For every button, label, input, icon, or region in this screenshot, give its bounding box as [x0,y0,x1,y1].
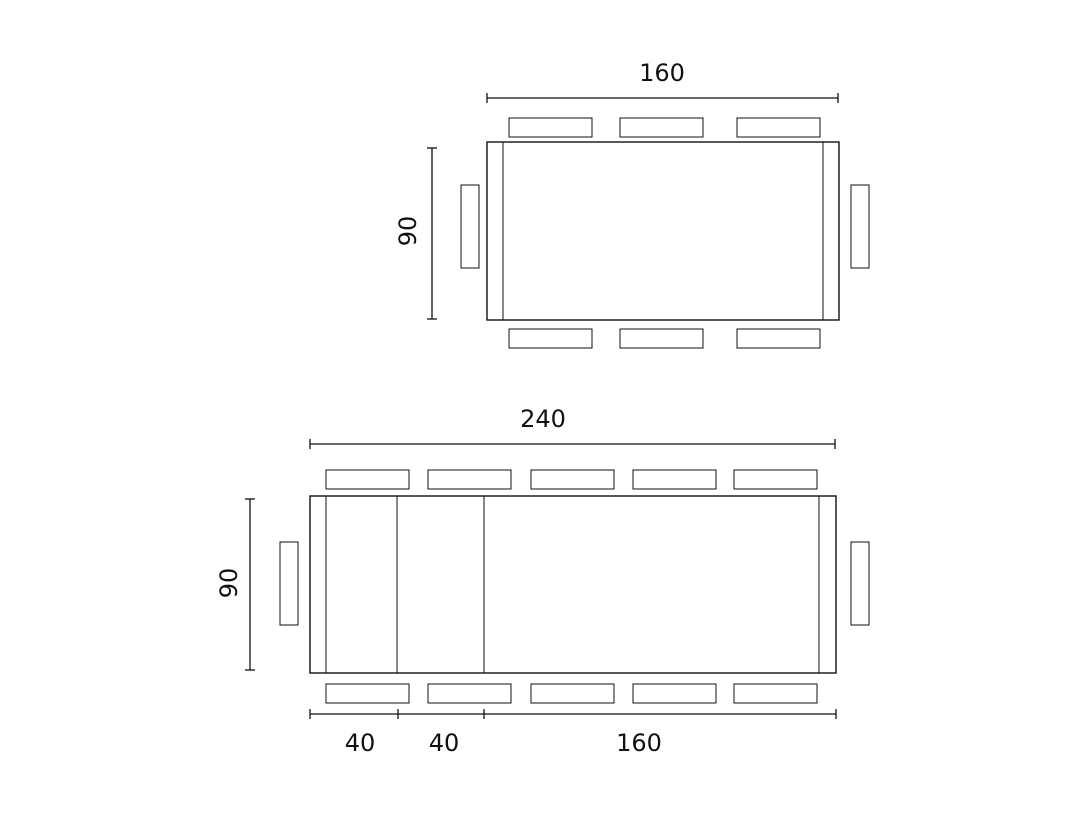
small-table-group: 160 90 [394,59,870,349]
chair [530,469,615,490]
chair [325,683,410,704]
chair [530,683,615,704]
extended-width-label: 240 [520,405,566,433]
extended-segment-dimension: 40 40 160 [309,709,837,757]
chair [460,184,480,269]
chair [325,469,410,490]
chair [619,328,704,349]
small-depth-label: 90 [394,216,422,247]
chair [850,541,870,626]
small-width-dimension: 160 [486,59,839,103]
small-depth-dimension: 90 [394,147,437,320]
chair [508,117,593,138]
chair [619,117,704,138]
chair [508,328,593,349]
chair [427,683,512,704]
segment-label-base: 160 [616,729,662,757]
chair [632,683,717,704]
chair [427,469,512,490]
chair [736,328,821,349]
chair [279,541,299,626]
chair [850,184,870,269]
chair [733,683,818,704]
extended-depth-label: 90 [215,568,243,599]
segment-label-leaf-2: 40 [429,729,460,757]
small-table-top [486,141,840,321]
small-width-label: 160 [639,59,685,87]
extended-width-dimension: 240 [309,405,836,449]
extended-table-group: 240 90 [215,405,870,757]
extended-depth-dimension: 90 [215,498,255,671]
segment-label-leaf-1: 40 [345,729,376,757]
chair [733,469,818,490]
chair [736,117,821,138]
chair [632,469,717,490]
extended-table-top [309,495,837,674]
